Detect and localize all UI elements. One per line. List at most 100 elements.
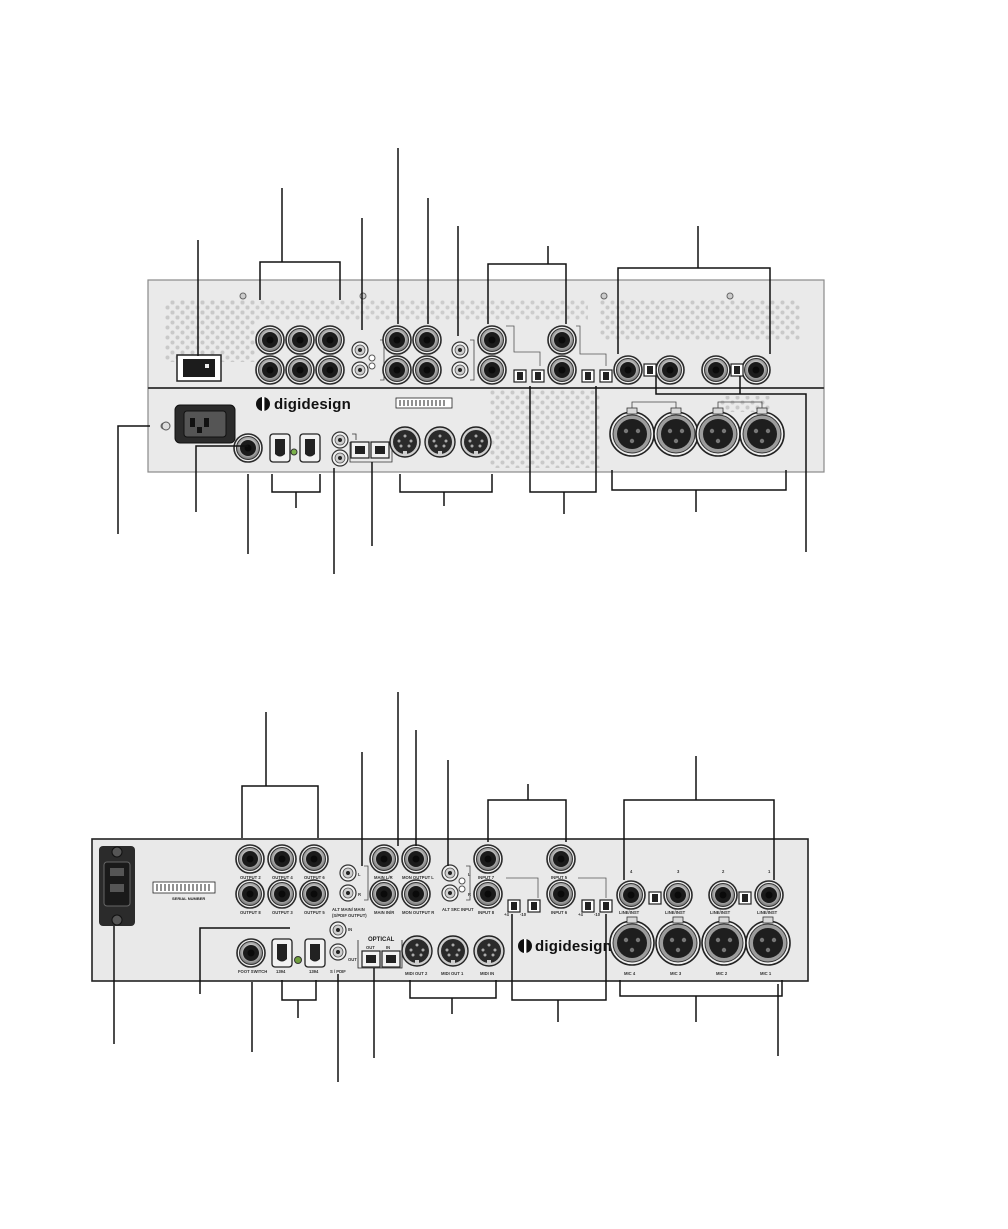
input-6-pad-switch[interactable] [581,899,595,913]
line-inst-4-jack[interactable] [613,355,643,385]
line-inst-4-pad-switch[interactable] [648,891,662,905]
input-7-pad-switch[interactable] [527,899,541,913]
spdif-coax-in-b[interactable] [329,921,347,939]
output-5-jack[interactable] [285,325,315,355]
label-main-inr: MAIN IN/R [374,910,394,915]
firewire-port-b[interactable] [299,433,321,463]
input-8-level-switch[interactable] [513,369,527,383]
input-7-jack[interactable] [477,325,507,355]
line-inst-1-jack-b[interactable] [754,880,784,910]
label-alt-src-l: L [468,872,471,877]
label-alt-main-r: R [358,892,361,897]
midi-out-1-port-b[interactable] [437,935,469,967]
bottom-callout-lines [113,692,783,1082]
midi-out-1-port[interactable] [424,426,456,458]
main-out-l-jack[interactable] [382,325,412,355]
optical-out-port-b[interactable] [361,950,381,968]
output-3-jack-bottom[interactable] [267,879,297,909]
output-8-jack[interactable] [235,879,265,909]
label-line-inst-4: LINE/INST [619,910,640,915]
input-7-jack-b[interactable] [473,844,503,874]
label-input-5: INPUT 5 [551,875,568,880]
label-1394-a: 1394 [276,969,286,974]
label-ch-4: 4 [630,869,633,874]
label-alt-main-top: ALT MAIN/ MAIN [332,907,365,912]
optical-in-port[interactable] [370,441,390,459]
firewire-port-2[interactable] [304,938,326,968]
line-inst-4-switch[interactable] [643,363,657,377]
spdif-coax-out-b[interactable] [329,943,347,961]
line-inst-2-jack[interactable] [701,355,731,385]
line-inst-4-jack-b[interactable] [616,880,646,910]
midi-in-port-b[interactable] [473,935,505,967]
input-5-jack[interactable] [547,325,577,355]
alt-main-rca-l[interactable] [339,864,357,882]
midi-out-2-port[interactable] [389,426,421,458]
output-6-jack[interactable] [285,355,315,385]
input-5-jack-b[interactable] [546,844,576,874]
output-6-jack[interactable] [299,844,329,874]
foot-switch-jack-b[interactable] [236,938,266,968]
input-8-pad-switch[interactable] [507,899,521,913]
alt-src-l-rca[interactable] [441,864,459,882]
input-6-jack-b[interactable] [546,879,576,909]
midi-out-2-port-b[interactable] [401,935,433,967]
bottom-brand-logo: digidesign [518,938,612,955]
firewire-port-1[interactable] [271,938,293,968]
label-optical-in: IN [386,945,390,950]
input-5-pad-switch[interactable] [599,899,613,913]
line-inst-2-jack-b[interactable] [708,880,738,910]
alt-main-rca-r[interactable] [339,884,357,902]
line-inst-3-jack[interactable] [655,355,685,385]
spdif-rca-out[interactable] [351,361,369,379]
input-7-level-switch[interactable] [531,369,545,383]
line-inst-2-pad-switch[interactable] [738,891,752,905]
output-5-jack[interactable] [299,879,329,909]
output-4-jack[interactable] [255,355,285,385]
top-brand-logo: digidesign [256,396,351,413]
output-2-jack[interactable] [235,844,265,874]
output-7-jack[interactable] [315,325,345,355]
output-3-jack[interactable] [255,325,285,355]
main-lr-jack[interactable] [369,844,399,874]
input-6-level-switch[interactable] [581,369,595,383]
spdif-coax-out[interactable] [331,449,349,467]
optical-in-port-b[interactable] [381,950,401,968]
label-output-4: OUTPUT 4 [272,875,293,880]
label-midi-out-2: MIDI OUT 2 [405,971,428,976]
spdif-coax-in[interactable] [331,431,349,449]
label-spdif-in: IN [348,927,352,932]
alt-src-r-rca[interactable] [441,884,459,902]
output-8-jack[interactable] [315,355,345,385]
line-inst-2-switch[interactable] [730,363,744,377]
label-spdif-out: OUT [348,957,357,962]
line-inst-1-jack[interactable] [741,355,771,385]
label-mon-output-r: MON OUTPUT R [402,910,434,915]
input-8-jack[interactable] [477,355,507,385]
monitor-out-l-jack[interactable] [412,325,442,355]
label-1394-b: 1394 [309,969,319,974]
input-6-jack[interactable] [547,355,577,385]
label-output-3: OUTPUT 3 [272,910,293,915]
alt-src-rca-r[interactable] [451,361,469,379]
input-5-level-switch[interactable] [599,369,613,383]
mon-output-l-jack[interactable] [401,844,431,874]
line-inst-3-jack-b[interactable] [663,880,693,910]
monitor-out-r-jack[interactable] [412,355,442,385]
midi-in-port[interactable] [460,426,492,458]
foot-switch-jack[interactable] [233,433,263,463]
svg-text:digidesign: digidesign [535,938,612,955]
mon-output-r-jack[interactable] [401,879,431,909]
alt-src-rca-l[interactable] [451,341,469,359]
main-inr-jack[interactable] [369,879,399,909]
main-out-r-jack[interactable] [382,355,412,385]
input-8-jack-b[interactable] [473,879,503,909]
spdif-rca-in[interactable] [351,341,369,359]
label-ch-2: 2 [722,869,725,874]
output-4-jack-top[interactable] [267,844,297,874]
firewire-port-a[interactable] [269,433,291,463]
label-alt-src-input: ALT SRC INPUT [442,907,474,912]
label-optical-out: OUT [366,945,375,950]
optical-out-port[interactable] [350,441,370,459]
